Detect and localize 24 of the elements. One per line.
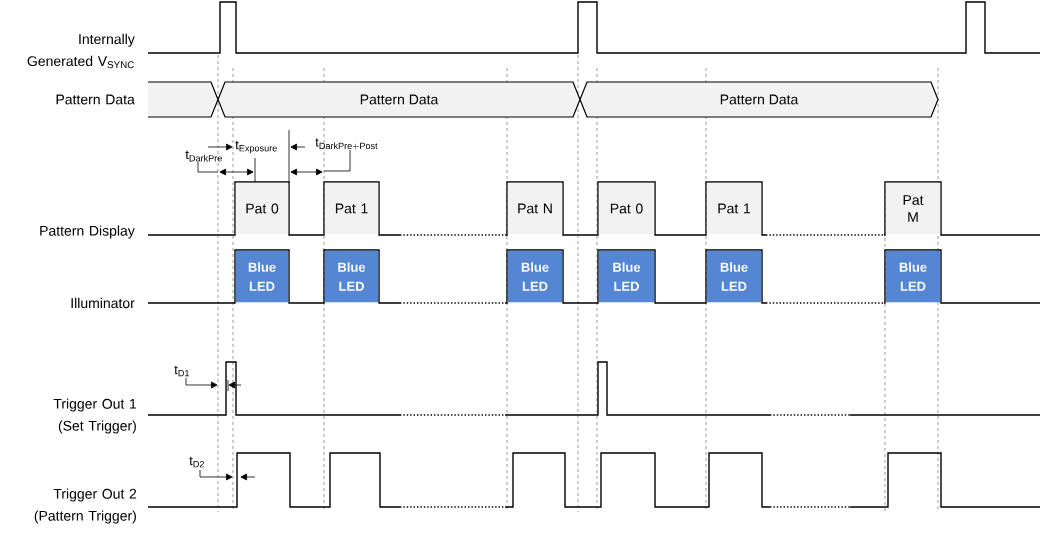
led-pulse: Blue LED [235, 250, 289, 303]
signal-label: Trigger Out 2 (Pattern Trigger) [34, 488, 137, 524]
led-pulse: Blue LED [598, 250, 655, 303]
signal-label: Pattern Data [56, 94, 135, 105]
timing-label: $\mathrm{t}_{\mathrm{DarkPre+Post}}$ [315, 138, 378, 150]
signal-label: Pattern Display [40, 225, 135, 239]
timing-label: $\mathrm{t}_{\mathrm{D1}}$ [174, 365, 189, 377]
led-pulse: Blue LED [324, 250, 379, 303]
timing-label: $\mathrm{t}_{\mathrm{D2}}$ [189, 456, 204, 468]
pattern-pulse: Pat 0 [235, 182, 289, 235]
led-pulse: Blue LED [507, 250, 563, 303]
data-band: Pattern Data [579, 81, 939, 118]
led-pulse: Blue LED [885, 250, 941, 303]
pattern-pulse: Pat 0 [598, 182, 655, 235]
timing-label: $\mathrm{t}_{\mathrm{DarkPre}}$ [185, 150, 222, 162]
signal-label: Illuminator [71, 297, 135, 309]
pattern-pulse: Pat 1 [706, 182, 762, 235]
signal-label: Trigger Out 1 (Set Trigger) [53, 398, 137, 434]
pattern-pulse: Pat N [507, 182, 563, 235]
led-pulse: Blue LED [706, 250, 762, 303]
pattern-pulse: Pat 1 [324, 182, 379, 235]
timing-label: $\mathrm{t}_{\mathrm{Exposure}}$ [235, 140, 277, 154]
pattern-pulse: Pat M [885, 182, 941, 235]
signal-label: Internally Generated V$_{SYNC}$ [27, 33, 135, 69]
